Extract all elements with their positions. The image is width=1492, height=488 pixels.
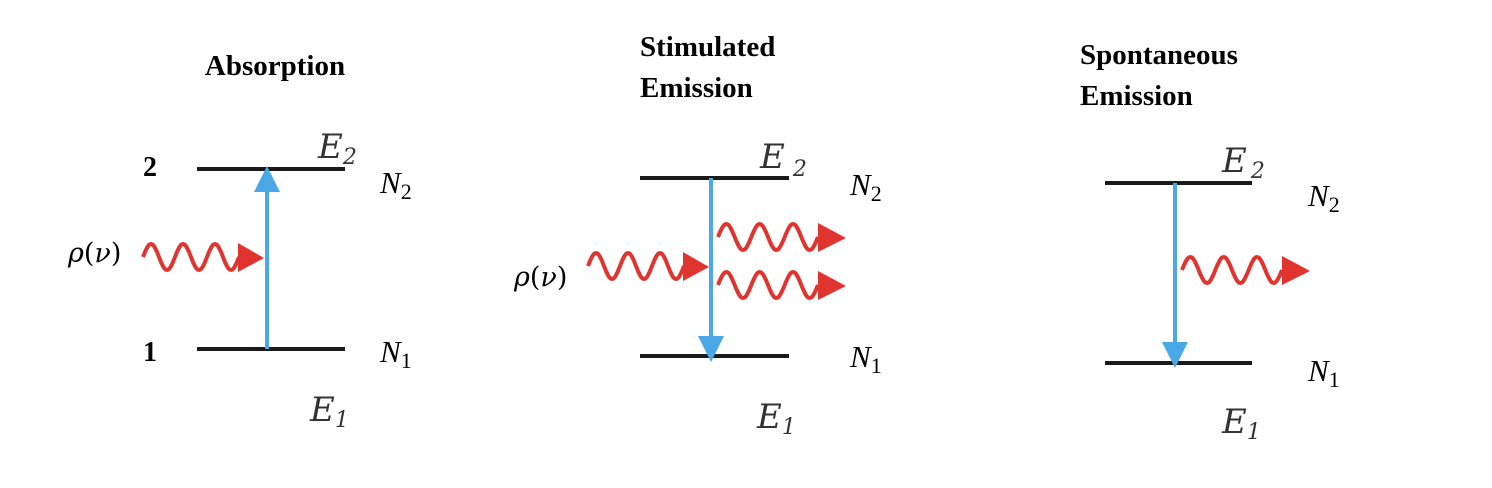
incident-photon-arrowhead <box>238 243 264 272</box>
panel-title-stimulated-line1: Stimulated <box>640 31 775 63</box>
lower-population-label: N1 <box>379 334 412 373</box>
emitted-photon-arrowhead-2 <box>818 271 846 300</box>
incident-photon-wave <box>586 251 686 281</box>
incident-photon-wave <box>141 242 241 272</box>
upper-population-label: N2 <box>1307 178 1340 217</box>
panel-title-spontaneous-line2: Emission <box>1080 80 1193 112</box>
lower-population-label: N1 <box>849 339 882 378</box>
lower-population-label: N1 <box>1307 353 1340 392</box>
incident-field-label: ρ(ν) <box>513 262 567 293</box>
panel-absorption: Absorption 2 1 E2 E1 N2 N1 ρ(ν) <box>67 50 412 433</box>
emitted-photon-wave <box>1180 255 1284 285</box>
panel-title-stimulated-line2: Emission <box>640 72 753 104</box>
lower-level-number: 1 <box>143 337 157 368</box>
emitted-photon-wave-1 <box>716 222 820 252</box>
lower-energy-label: E1 <box>1221 402 1261 445</box>
transition-arrowhead <box>1162 342 1188 368</box>
incident-field-label: ρ(ν) <box>67 238 121 269</box>
upper-population-label: N2 <box>379 165 412 204</box>
transition-arrowhead <box>698 336 724 362</box>
emitted-photon-arrowhead-1 <box>818 223 846 252</box>
panel-title-absorption: Absorption <box>205 50 345 82</box>
panel-title-spontaneous-line1: Spontaneous <box>1080 39 1238 71</box>
lower-energy-label: E1 <box>756 397 796 440</box>
upper-energy-label: E2 <box>317 127 357 170</box>
upper-level-number: 2 <box>143 152 157 183</box>
incident-photon-arrowhead <box>683 252 709 281</box>
lower-energy-label: E1 <box>309 390 349 433</box>
emitted-photon-arrowhead <box>1282 256 1310 285</box>
transition-arrowhead <box>254 166 280 192</box>
upper-population-label: N2 <box>849 167 882 206</box>
emitted-photon-wave-2 <box>716 270 820 300</box>
